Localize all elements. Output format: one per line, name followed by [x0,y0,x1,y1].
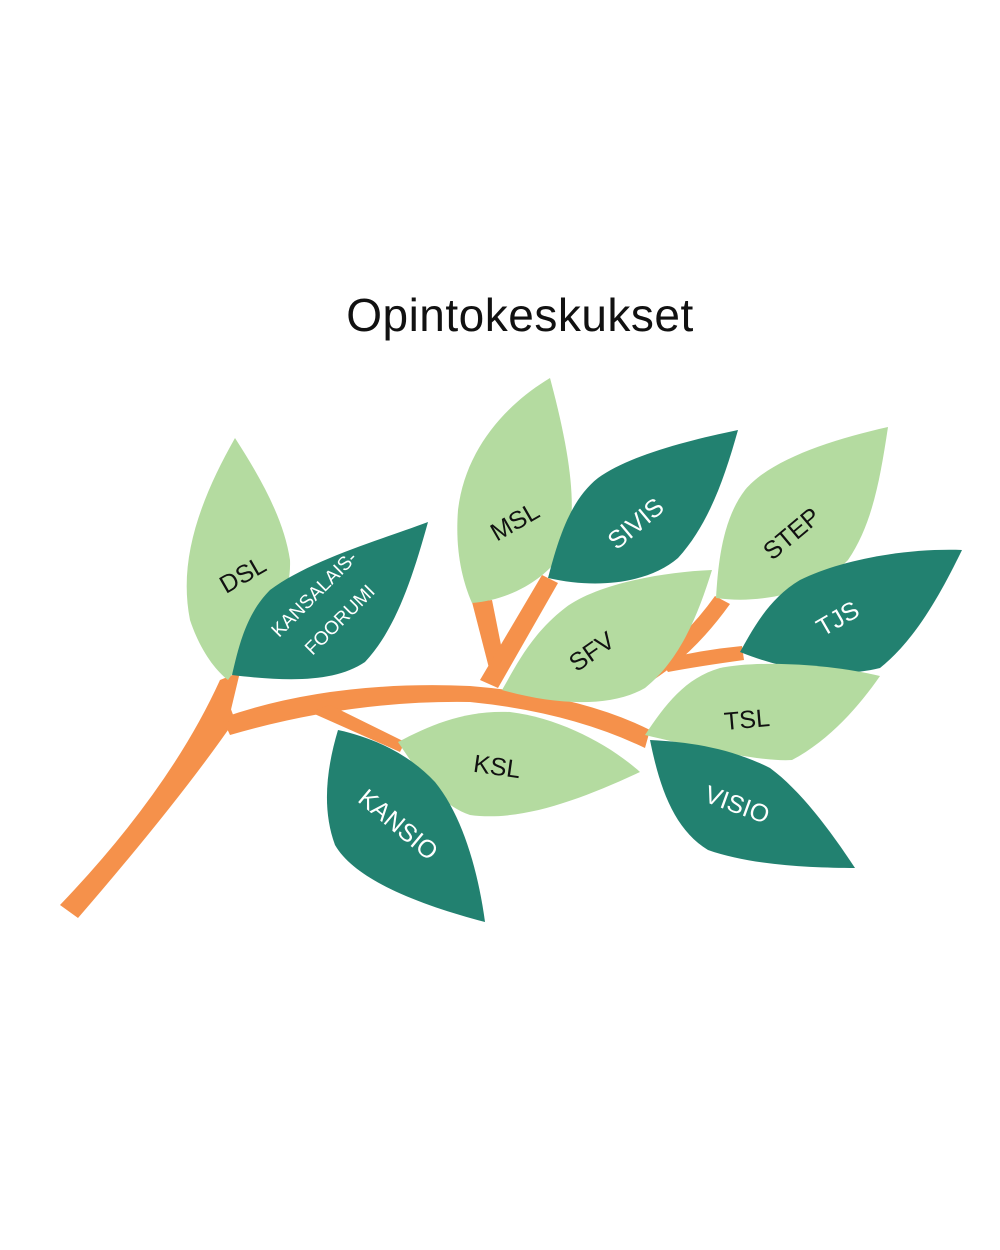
branch-to-kansio [310,705,405,752]
label-tsl: TSL [723,704,771,736]
leaf-tjs: TJS [740,549,962,673]
leaf-sivis: SIVIS [548,430,738,584]
branch-to-dsl [215,672,240,722]
leaf-msl: MSL [457,378,572,603]
leaf-kansalaisfoorumi: KANSALAIS- FOORUMI [232,522,428,680]
main-branch [222,685,650,748]
leaf-tsl: TSL [645,663,880,761]
leaf-step: STEP [716,427,888,600]
diagram-title: Opintokeskukset [346,289,694,341]
leaf-ksl: KSL [398,711,640,817]
branch-to-tjs [660,646,744,672]
trunk [60,680,235,918]
leaf-kansio: KANSIO [326,730,485,922]
label-ksl: KSL [472,750,523,784]
leaf-visio: VISIO [650,740,855,868]
branch-to-sivis [480,575,558,688]
leaf-sfv: SFV [502,570,712,703]
